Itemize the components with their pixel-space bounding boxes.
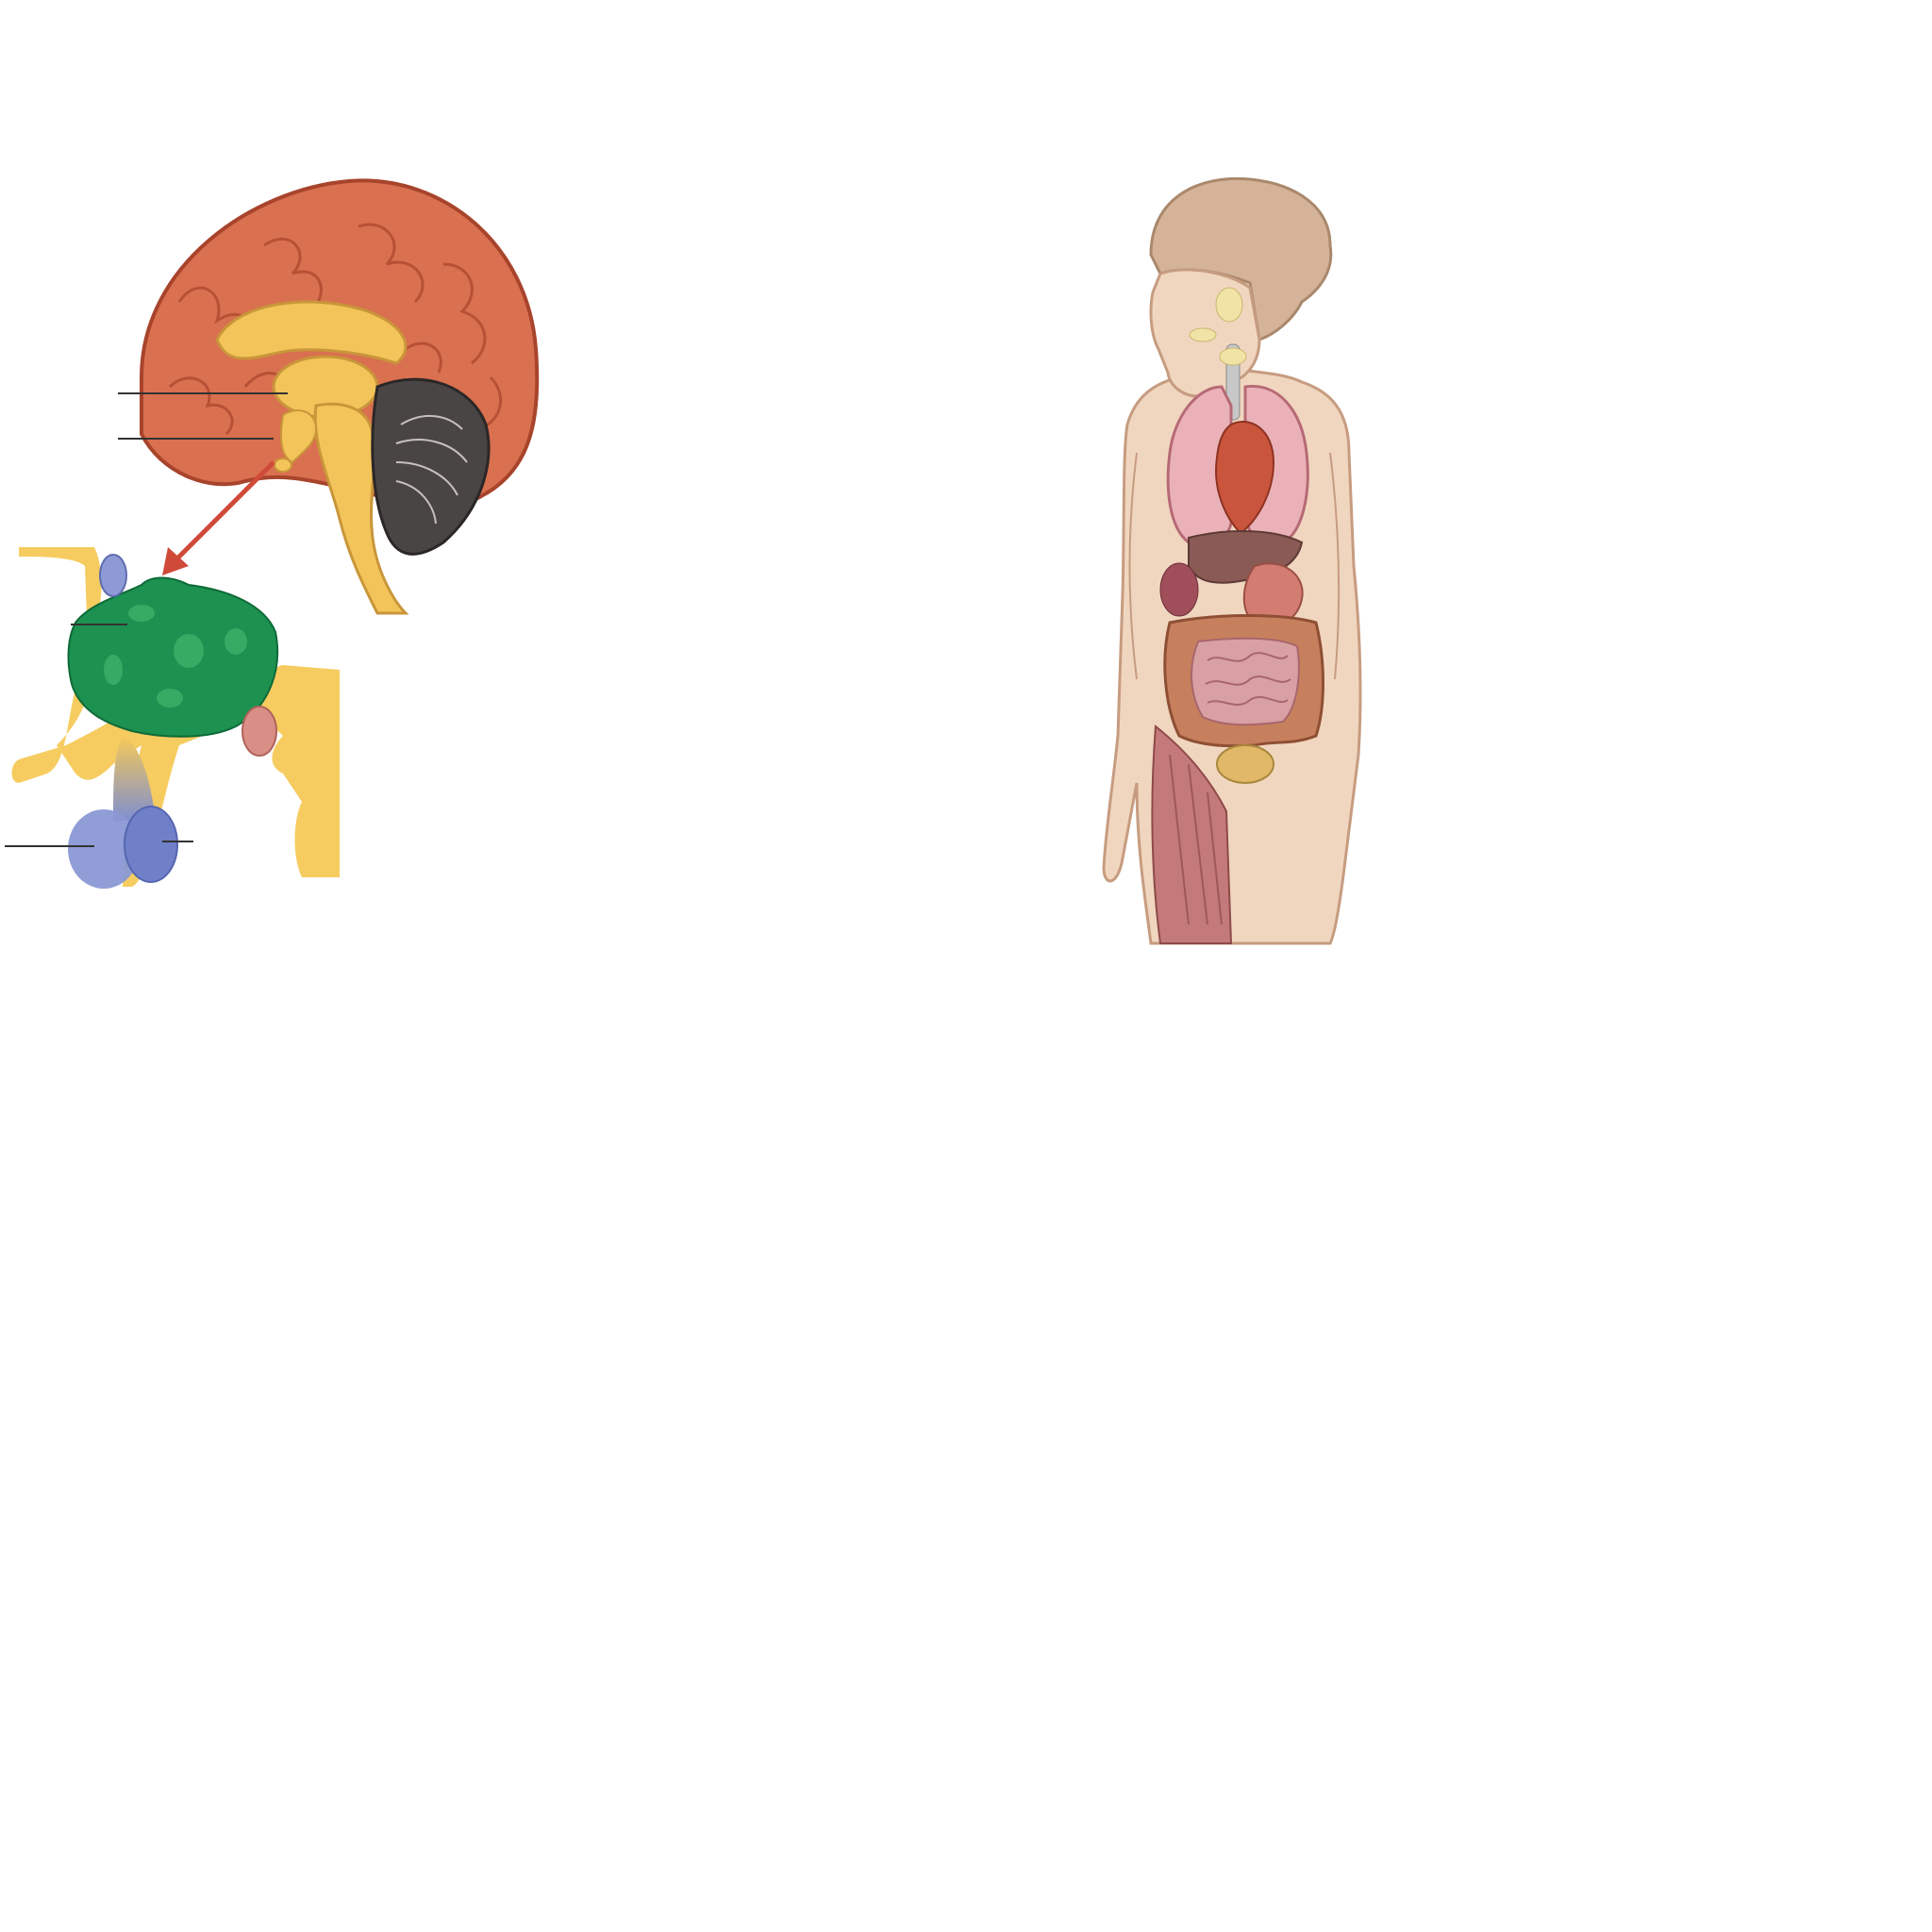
body-illustration [1102, 176, 1362, 945]
thyroid-gland [1219, 347, 1247, 366]
right-arm-outline [1329, 452, 1341, 680]
inset-hypothalamus [67, 576, 279, 738]
brain-illustration [5, 178, 540, 889]
hair [1149, 176, 1333, 341]
kidney [1159, 562, 1199, 617]
bladder [1216, 744, 1274, 784]
zoom-arrow-head [162, 547, 189, 575]
thigh-muscle-fibers [1169, 754, 1223, 925]
small-intestine [1191, 637, 1300, 726]
submandibular-gland [1189, 327, 1217, 342]
inset-nucleus-blue [99, 554, 127, 597]
cerebellum [371, 377, 491, 556]
corpus-callosum [215, 300, 408, 365]
left-arm-outline [1128, 452, 1138, 680]
brain-sagittal-diagram [0, 160, 547, 953]
inset-hypothalamus-highlights [104, 605, 247, 708]
hypothalamus-small [280, 409, 318, 464]
inset-posterior-lobe [124, 806, 178, 883]
human-body-diagram [1047, 170, 1415, 953]
parotid-gland [1215, 287, 1243, 323]
intestine-coils [1205, 652, 1291, 706]
inset-nucleus-red [242, 706, 277, 757]
arbor-vitae [395, 414, 468, 525]
zoom-arrow-shaft [173, 460, 275, 563]
inset-anterior-lobe [68, 809, 140, 889]
pituitary-small [274, 458, 292, 473]
inset-infundibulum [113, 736, 156, 821]
